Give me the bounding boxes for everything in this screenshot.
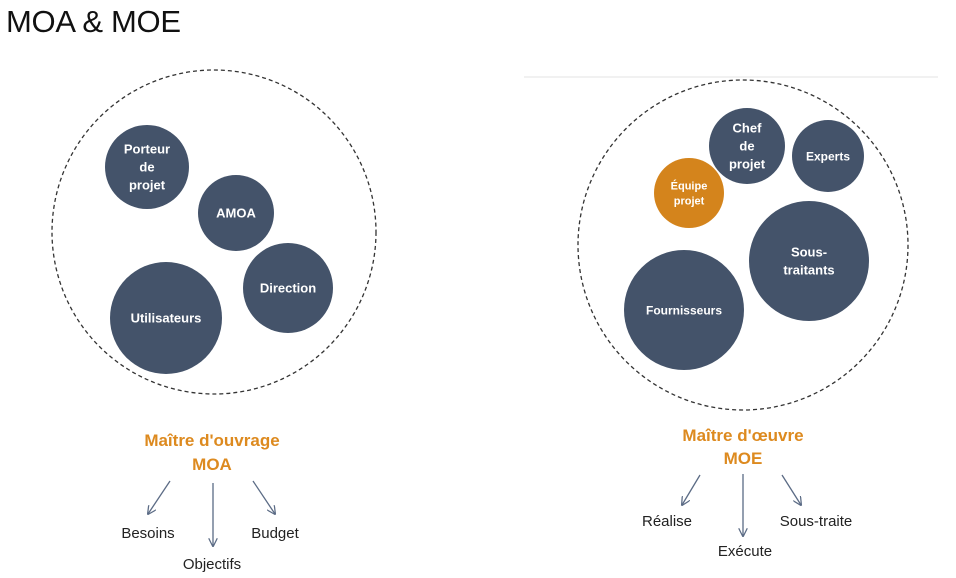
moe-output-label: Réalise [642,513,692,530]
node-chef-de-projet: Chef de projet [709,108,785,184]
node-porteur-de-projet-label: de [139,160,154,175]
moa-arrow [252,480,275,514]
node-sous-traitants-label: Sous- [791,245,827,260]
moe-output-label: Exécute [718,543,772,560]
node-porteur-de-projet: Porteur de projet [105,125,189,209]
node-amoa-label: AMOA [216,206,256,221]
node-chef-de-projet-label: de [739,139,754,154]
moa-arrow [148,480,171,514]
node-direction-circle [243,243,333,333]
node-utilisateurs-label: Utilisateurs [131,311,202,326]
page-title: MOA & MOE [6,4,181,39]
node-experts-circle [792,120,864,192]
node-chef-de-projet-label: Chef [733,121,763,136]
moa-output-label: Budget [251,525,299,542]
node-direction: Direction [243,243,333,333]
moa-boundary [51,69,377,395]
node-fournisseurs-label: Fournisseurs [646,303,722,317]
node-equipe-projet-label: Équipe [671,179,708,192]
moe-title-line: MOE [724,449,763,468]
node-direction-label: Direction [260,281,316,296]
moe-output-label: Sous-traite [780,513,853,530]
node-chef-de-projet-circle [709,108,785,184]
moa-title-line: Maître d'ouvrage [144,431,279,450]
node-utilisateurs-circle [110,262,222,374]
node-amoa-circle [198,175,274,251]
moa-title-line: MOA [192,455,232,474]
node-equipe-projet-label: projet [674,196,705,208]
node-porteur-de-projet-label: Porteur [124,142,170,157]
node-utilisateurs: Utilisateurs [110,262,222,374]
node-equipe-projet: Équipe projet [654,158,724,228]
node-porteur-de-projet-label: projet [129,178,166,193]
node-sous-traitants: Sous-traitants [749,201,869,321]
node-porteur-de-projet-circle [105,125,189,209]
moe-group: ChefdeprojetExpertsÉquipeprojetSous-trai… [577,79,909,560]
moa-output-label: Objectifs [183,556,241,573]
node-experts: Experts [792,120,864,192]
node-sous-traitants-circle [749,201,869,321]
moe-title-line: Maître d'œuvre [682,426,803,445]
moe-boundary [577,79,909,411]
moa-output-label: Besoins [121,525,174,542]
node-equipe-projet-circle [654,158,724,228]
moe-arrow [781,474,801,505]
node-experts-label: Experts [806,149,850,163]
node-chef-de-projet-label: projet [729,157,766,172]
moe-arrow [682,474,701,505]
node-fournisseurs-circle [624,250,744,370]
node-sous-traitants-label: traitants [783,263,834,278]
node-amoa: AMOA [198,175,274,251]
node-fournisseurs: Fournisseurs [624,250,744,370]
